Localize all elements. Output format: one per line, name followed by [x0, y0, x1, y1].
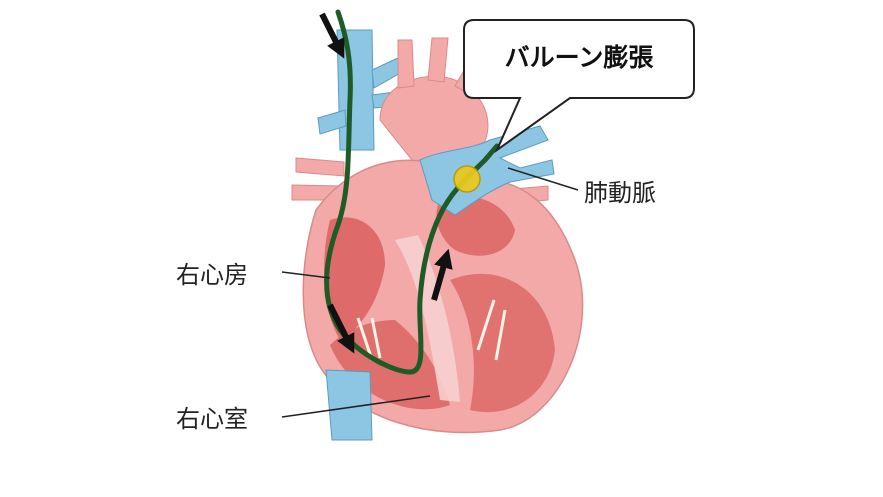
label-right-atrium: 右心房: [176, 261, 248, 289]
arrow-up-icon: [431, 248, 453, 301]
leader-line-right-atrium: [281, 271, 331, 279]
inferior-vena-cava: [325, 369, 373, 441]
callout-text: バルーン膨張: [505, 43, 655, 72]
catheter: [324, 9, 500, 375]
arrow-down-icon: [327, 303, 355, 354]
label-pulmonary-artery: 肺動脈: [584, 179, 656, 207]
balloon-callout: バルーン膨張: [463, 19, 695, 153]
leader-line-pulmonary-artery: [507, 167, 579, 191]
balloon-icon: [453, 165, 481, 193]
leader-line-right-ventricle: [281, 395, 431, 418]
label-right-ventricle: 右心室: [176, 405, 248, 433]
arrow-down-icon: [319, 12, 345, 59]
